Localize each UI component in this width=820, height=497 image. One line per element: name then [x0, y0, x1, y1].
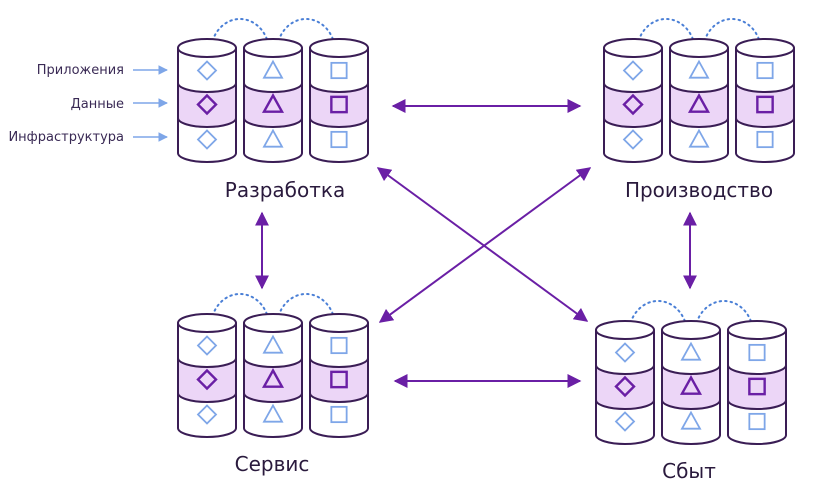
triangle-data-icon	[261, 368, 285, 388]
square-infra-icon	[748, 412, 766, 431]
replication-link	[210, 293, 270, 322]
replication-link	[276, 18, 336, 47]
triangle-data-icon	[687, 93, 711, 113]
cluster-label-dev: Разработка	[225, 178, 345, 202]
diamond-app-icon	[614, 342, 636, 363]
diamond-app-icon	[196, 60, 218, 81]
diamond-infra-icon	[614, 411, 636, 432]
diamond-data-icon	[196, 93, 218, 116]
square-data-icon	[756, 95, 774, 114]
replication-link	[694, 300, 754, 329]
diamond-infra-icon	[196, 129, 218, 150]
square-app-icon	[756, 61, 774, 80]
square-data-icon	[330, 95, 348, 114]
cluster-serv	[177, 293, 369, 438]
diamond-app-icon	[196, 335, 218, 356]
layer-label-infrastructure: Инфраструктура	[8, 130, 124, 145]
arrow-dev-sales	[376, 167, 589, 322]
triangle-app-icon	[262, 334, 284, 354]
square-app-icon	[748, 343, 766, 362]
triangle-app-icon	[688, 59, 710, 79]
storage-cylinder	[309, 313, 369, 438]
cluster-label-serv: Сервис	[235, 452, 310, 476]
diamond-data-icon	[196, 368, 218, 391]
layer-legend: Приложения Данные Инфраструктура	[8, 63, 168, 145]
replication-link	[276, 293, 336, 322]
square-infra-icon	[330, 405, 348, 424]
triangle-app-icon	[262, 59, 284, 79]
diamond-infra-icon	[622, 129, 644, 150]
cluster-sales	[595, 300, 787, 445]
storage-cylinder	[243, 38, 303, 163]
storage-cylinder	[595, 320, 655, 445]
diamond-data-icon	[614, 375, 636, 398]
diamond-app-icon	[622, 60, 644, 81]
storage-cylinder	[603, 38, 663, 163]
storage-cylinder	[661, 320, 721, 445]
replication-link	[210, 18, 270, 47]
replication-link	[702, 18, 762, 47]
replication-link	[636, 18, 696, 47]
storage-cylinder	[735, 38, 795, 163]
storage-cylinder	[243, 313, 303, 438]
square-data-icon	[330, 370, 348, 389]
square-data-icon	[748, 377, 766, 396]
diamond-infra-icon	[196, 404, 218, 425]
triangle-infra-icon	[262, 128, 284, 148]
cluster-label-prod: Производство	[625, 178, 773, 202]
square-infra-icon	[330, 130, 348, 149]
diamond-data-icon	[622, 93, 644, 116]
square-app-icon	[330, 61, 348, 80]
storage-cylinder	[309, 38, 369, 163]
square-infra-icon	[756, 130, 774, 149]
clusters	[177, 18, 795, 445]
triangle-infra-icon	[680, 410, 702, 430]
triangle-infra-icon	[262, 403, 284, 423]
triangle-data-icon	[261, 93, 285, 113]
connections	[255, 99, 697, 388]
triangle-infra-icon	[688, 128, 710, 148]
layer-label-data: Данные	[71, 97, 124, 112]
storage-cylinder	[669, 38, 729, 163]
storage-cylinder	[177, 38, 237, 163]
triangle-data-icon	[679, 375, 703, 395]
arrow-serv-prod	[378, 167, 592, 323]
triangle-app-icon	[680, 341, 702, 361]
cluster-dev	[177, 18, 369, 163]
square-app-icon	[330, 336, 348, 355]
replication-link	[628, 300, 688, 329]
storage-cylinder	[177, 313, 237, 438]
storage-cylinder	[727, 320, 787, 445]
layer-label-applications: Приложения	[37, 63, 124, 78]
cluster-label-sales: Сбыт	[662, 459, 716, 483]
cluster-prod	[603, 18, 795, 163]
